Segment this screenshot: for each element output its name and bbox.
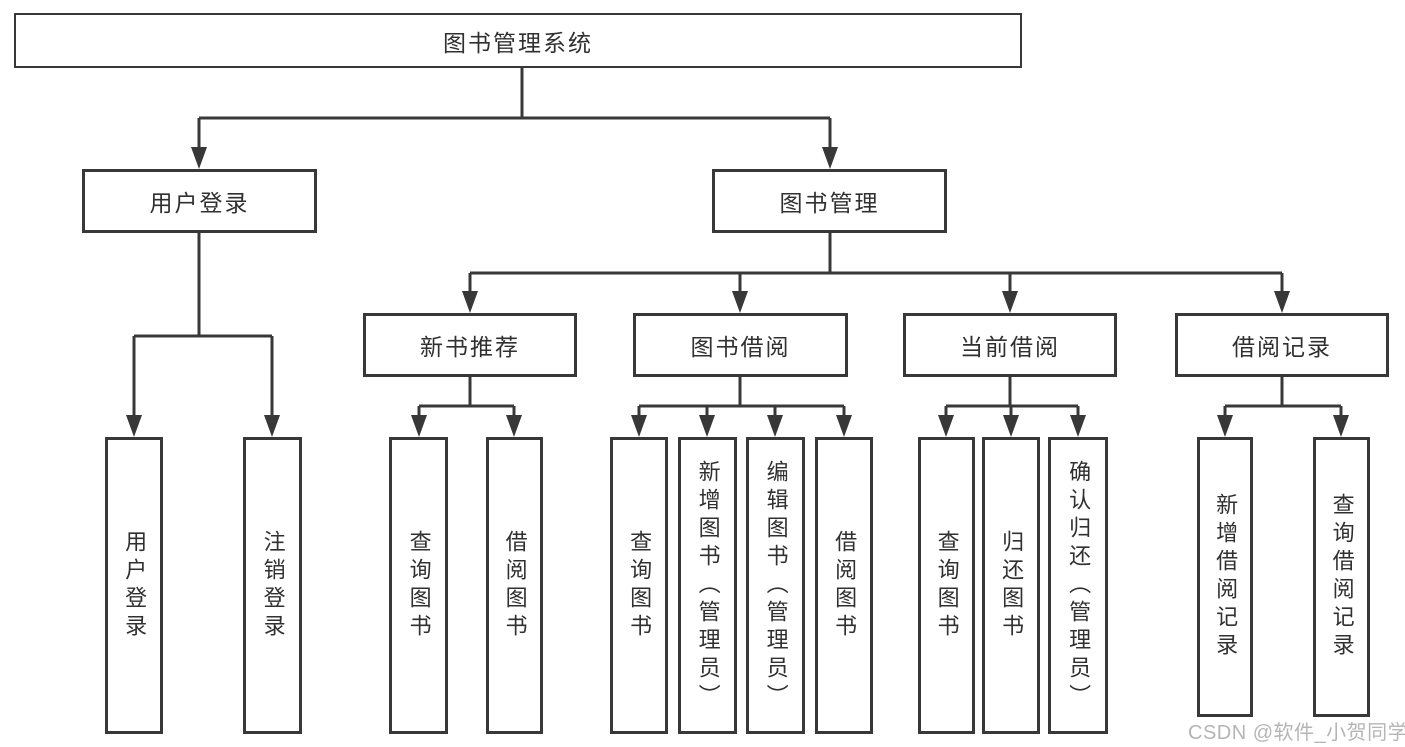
node-book-borrowing: 图书借阅 [633,313,848,377]
leaf-borrow-borrow-books: 借阅图书 [815,437,873,734]
leaf-current-confirm-return-admin: 确认归还（管理员） [1048,437,1108,734]
leaf-borrow-edit-books-admin: 编辑图书（管理员） [746,437,805,734]
leaf-user-login: 用户登录 [105,437,163,734]
watermark: CSDN @软件_小贺同学 [1188,722,1405,744]
leaf-newbook-borrow-books: 借阅图书 [486,437,543,734]
node-new-book-recommendation: 新书推荐 [363,313,577,377]
node-borrowing-records: 借阅记录 [1175,313,1389,377]
leaf-newbook-query-books: 查询图书 [389,437,448,734]
leaf-borrow-add-books-admin: 新增图书（管理员） [678,437,737,734]
node-library-management-system: 图书管理系统 [14,13,1022,68]
leaf-records-query-borrow-record: 查询借阅记录 [1313,437,1370,717]
node-current-borrowing: 当前借阅 [903,313,1117,377]
leaf-current-return-books: 归还图书 [982,437,1040,734]
arrowheads [126,147,1349,437]
leaf-logout: 注销登录 [243,437,302,734]
leaf-records-add-borrow-record: 新增借阅记录 [1197,437,1253,717]
leaf-borrow-query-books: 查询图书 [610,437,668,734]
node-book-management: 图书管理 [712,169,947,233]
node-user-login: 用户登录 [82,169,317,233]
leaf-current-query-books: 查询图书 [918,437,975,734]
